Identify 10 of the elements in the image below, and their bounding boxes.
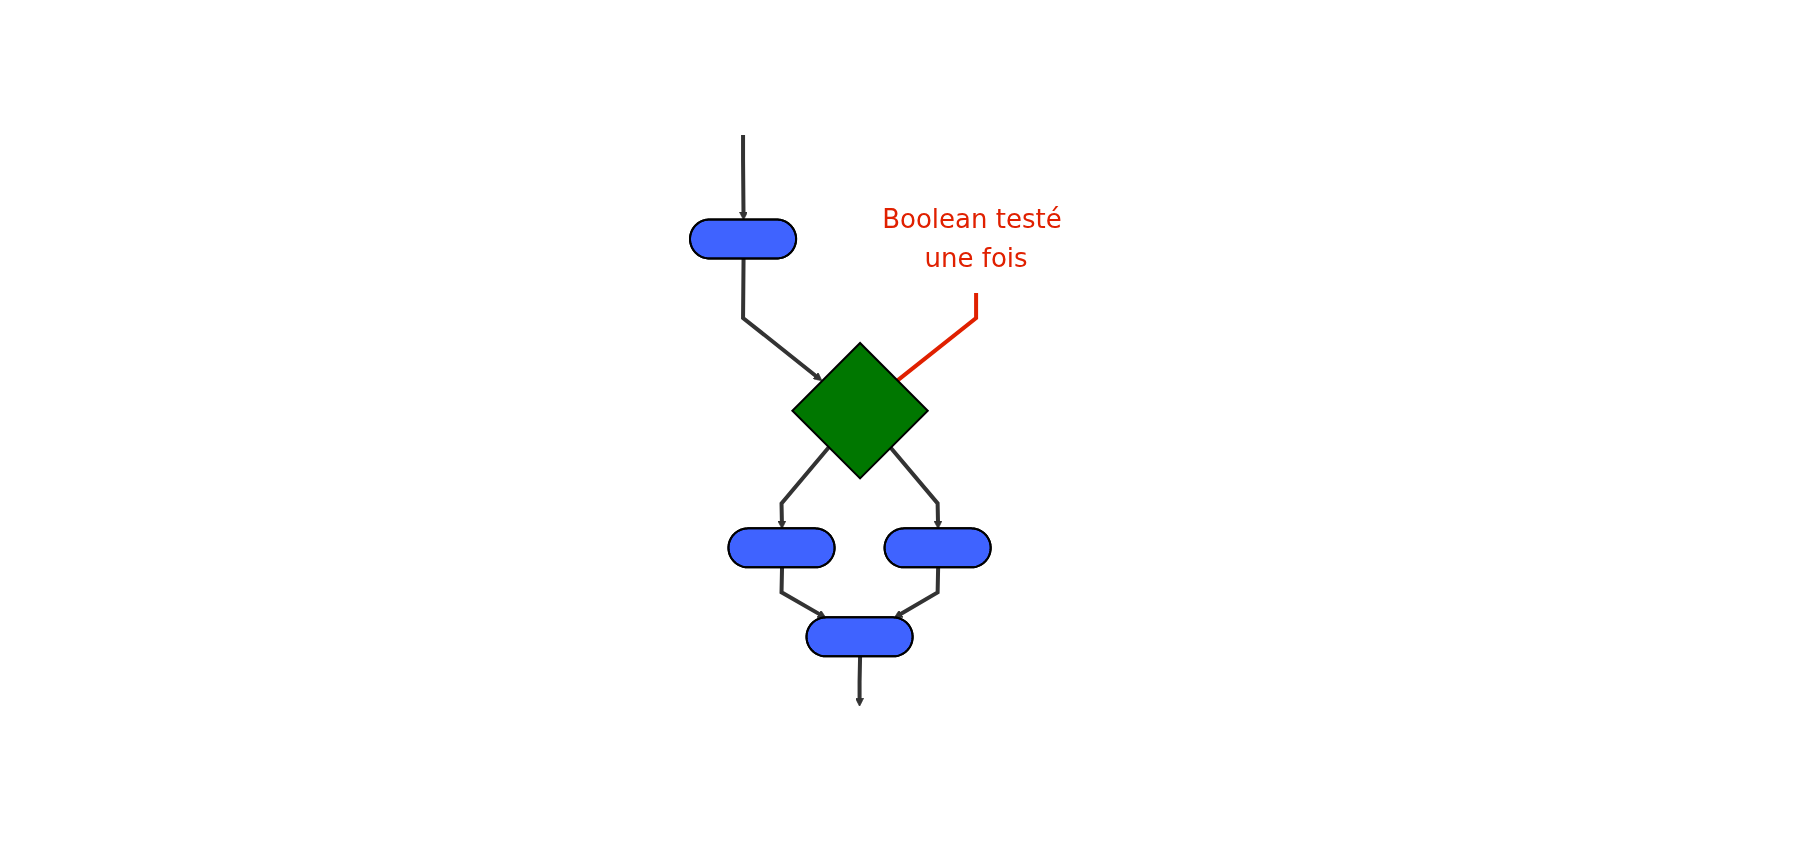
node-text: Boolean testé une fois <box>882 204 1063 274</box>
arrow <box>779 568 827 619</box>
arrow <box>739 135 749 221</box>
arrow <box>777 446 831 530</box>
connector <box>896 293 979 383</box>
node-diamond <box>791 341 930 481</box>
arrow <box>741 259 823 382</box>
arrow <box>855 657 865 708</box>
arrow <box>894 568 941 619</box>
arrow <box>889 446 943 530</box>
